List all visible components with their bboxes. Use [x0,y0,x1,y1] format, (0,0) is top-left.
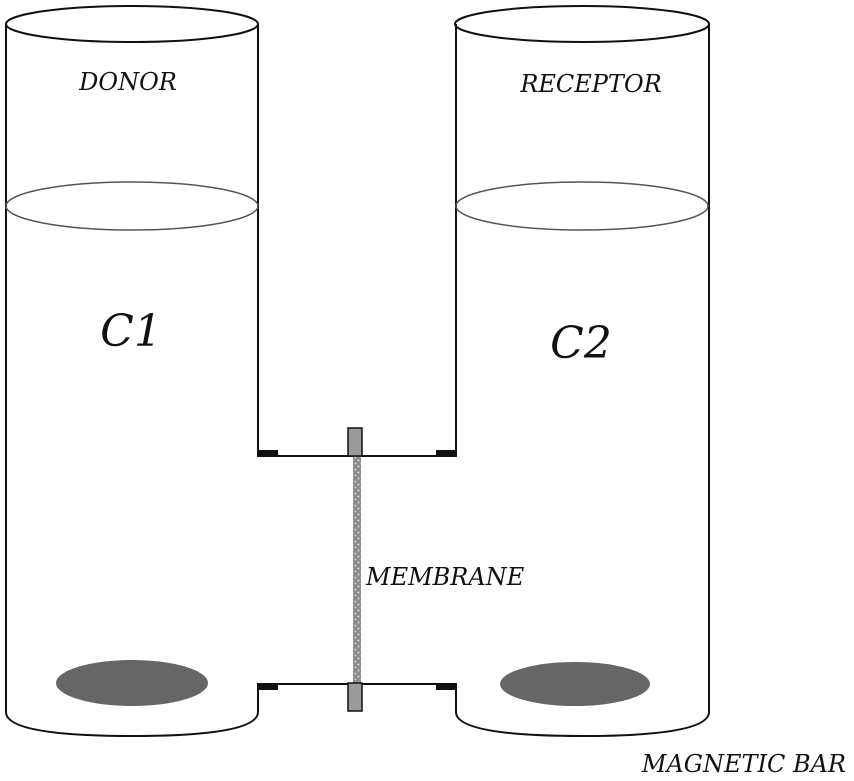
receptor-chamber [454,5,710,738]
flange-bottom-left [258,684,278,690]
receptor-magnetic-bar [500,662,650,706]
donor-chamber [5,5,259,738]
c2-label: C2 [550,318,612,369]
membrane-clamp-bottom [347,682,363,712]
donor-magnetic-bar [56,660,208,706]
receptor-chamber-body [455,24,710,738]
flange-top-right [436,450,456,456]
membrane-label: MEMBRANE [365,563,525,591]
flange-top-left [258,450,278,456]
donor-chamber-top-rim [5,5,259,43]
donor-label: DONOR [78,68,177,96]
receptor-liquid-surface [455,181,709,231]
donor-liquid-surface [5,181,259,231]
c1-label: C1 [100,306,162,357]
receptor-label: RECEPTOR [519,70,661,98]
magnetic-bar-label: MAGNETIC BAR [641,750,846,778]
membrane-strip [353,456,361,684]
donor-chamber-body [5,24,259,738]
membrane-clamp-top [347,427,363,457]
receptor-chamber-top-rim [454,5,710,43]
membrane [347,427,363,712]
flange-bottom-right [436,684,456,690]
